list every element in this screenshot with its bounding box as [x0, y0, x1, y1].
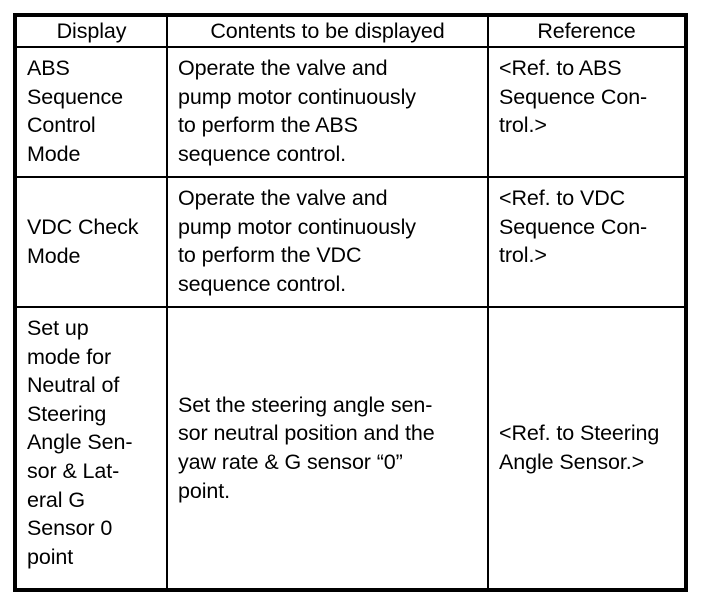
column-header-display: Display: [14, 14, 168, 48]
cell-text: Set up mode for Neutral of Steering Angl…: [27, 316, 133, 569]
cell-display-vdc-check-mode: VDC Check Mode: [14, 176, 168, 308]
cell-text: <Ref. to ABS Sequence Con- trol.>: [499, 56, 648, 138]
cell-text: <Ref. to Steering Angle Sensor.>: [499, 421, 660, 474]
cell-display-steering-angle-sensor-setup: Set up mode for Neutral of Steering Angl…: [14, 306, 168, 591]
cell-text: Operate the valve and pump motor continu…: [178, 186, 416, 296]
cell-contents-vdc-check-mode: Operate the valve and pump motor continu…: [166, 176, 489, 308]
display-modes-table: Display Contents to be displayed Referen…: [13, 13, 688, 592]
cell-text: Operate the valve and pump motor continu…: [178, 56, 416, 166]
column-header-display-label: Display: [56, 18, 127, 43]
cell-text: ABS Sequence Control Mode: [27, 56, 124, 166]
column-header-reference: Reference: [487, 14, 687, 48]
column-header-contents-label: Contents to be displayed: [210, 18, 445, 43]
column-header-contents: Contents to be displayed: [166, 14, 489, 48]
table-row: Set up mode for Neutral of Steering Angl…: [14, 306, 687, 591]
cell-reference-steering-angle-sensor-setup: <Ref. to Steering Angle Sensor.>: [487, 306, 687, 591]
table-header-row: Display Contents to be displayed Referen…: [14, 14, 687, 48]
cell-text: VDC Check Mode: [27, 215, 139, 268]
cell-display-abs-sequence-control-mode: ABS Sequence Control Mode: [14, 46, 168, 178]
column-header-reference-label: Reference: [537, 18, 636, 43]
table-row: VDC Check Mode Operate the valve and pum…: [14, 176, 687, 308]
cell-contents-steering-angle-sensor-setup: Set the steering angle sen- sor neutral …: [166, 306, 489, 591]
cell-text: <Ref. to VDC Sequence Con- trol.>: [499, 186, 648, 268]
cell-text: Set the steering angle sen- sor neutral …: [178, 392, 435, 503]
cell-contents-abs-sequence-control-mode: Operate the valve and pump motor continu…: [166, 46, 489, 178]
table-row: ABS Sequence Control Mode Operate the va…: [14, 46, 687, 178]
cell-reference-abs-sequence-control-mode: <Ref. to ABS Sequence Con- trol.>: [487, 46, 687, 178]
cell-reference-vdc-check-mode: <Ref. to VDC Sequence Con- trol.>: [487, 176, 687, 308]
